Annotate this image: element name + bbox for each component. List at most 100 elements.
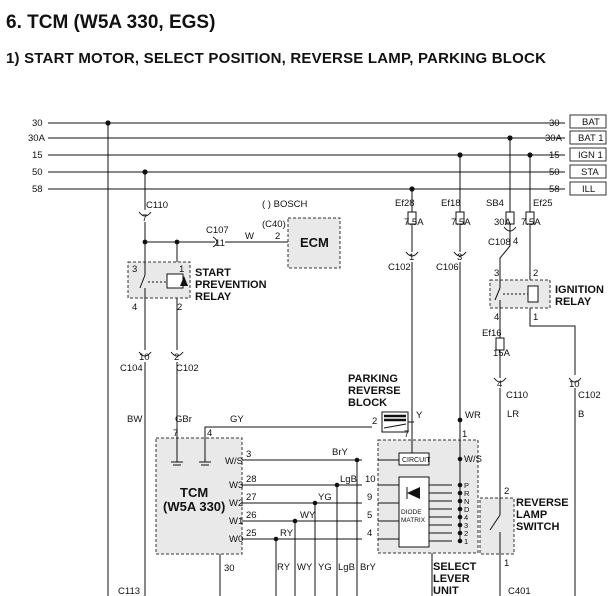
bottom-wire-yg: YG [318,562,332,573]
bosch-label: ( ) BOSCH [262,199,308,210]
ignition-relay-label-2: RELAY [555,296,592,308]
wire-yg: YG [318,492,332,503]
svg-text:28: 28 [246,474,257,485]
svg-text:D: D [464,505,470,514]
position-contacts: W/S P R N D 4 3 2 1 [429,454,482,546]
svg-text:4: 4 [132,302,137,313]
wire-b: B [578,409,584,420]
matrix-label: MATRIX [401,517,426,524]
svg-text:7: 7 [173,428,178,439]
bottom-wire-bry: BrY [360,562,377,573]
svg-text:11: 11 [215,238,225,249]
svg-text:10: 10 [139,352,150,363]
select-lever-unit-group: 7 1 CIRCUIT DIODE MATRIX [377,429,482,596]
svg-text:2: 2 [372,416,377,427]
reverse-switch-label-3: SWITCH [516,521,559,533]
start-prevention-relay-box [127,261,191,299]
bus-left-50: 50 [32,167,43,178]
c401-label: C401 [508,586,531,596]
wire-gbr: GBr [175,414,192,425]
svg-text:4: 4 [494,312,499,323]
svg-text:4: 4 [464,513,468,522]
svg-text:Ef16: Ef16 [482,328,502,339]
start-relay-label-3: RELAY [195,291,232,303]
bus-right-50: 50 [549,167,560,178]
svg-text:15A: 15A [493,348,511,359]
svg-text:2: 2 [174,352,179,363]
wire-wr: WR [465,410,481,421]
svg-text:30A: 30A [494,217,512,228]
diode-label: DIODE [401,509,422,516]
svg-text:27: 27 [246,492,257,503]
circuit-label: CIRCUIT [402,457,431,464]
svg-text:1: 1 [462,429,467,440]
svg-text:2: 2 [464,529,468,538]
tcm-label: TCM [180,485,208,500]
svg-text:7.5A: 7.5A [521,217,541,228]
wire-ry: RY [280,528,294,539]
ecm-label: ECM [300,235,329,250]
svg-text:3: 3 [246,449,251,460]
svg-text:7.5A: 7.5A [451,217,471,228]
ignition-relay-label-1: IGNITION [555,284,604,296]
tag-bat: BAT [582,117,600,128]
svg-text:Ef18: Ef18 [441,198,461,209]
bottom-wire-lgb: LgB [338,562,355,573]
svg-text:N: N [464,497,469,506]
signal-wires: BrY LgB YG WY RY RY WY YG LgB BrY 10 9 5… [242,447,377,596]
wire-bw: BW [127,414,142,425]
start-relay-label-2: PREVENTION [195,279,267,291]
svg-text:4: 4 [207,428,212,439]
svg-text:3: 3 [494,268,499,279]
svg-text:2: 2 [275,231,280,242]
wire-bry: BrY [332,447,349,458]
subsection-title: 1) START MOTOR, SELECT POSITION, REVERSE… [6,50,547,67]
wire-lgb: LgB [340,474,357,485]
wire-lr: LR [507,409,519,420]
svg-text:P: P [464,481,469,490]
svg-text:5: 5 [367,510,372,521]
bottom-wire-wy: WY [297,562,313,573]
svg-text:9: 9 [367,492,372,503]
svg-text:1: 1 [504,558,509,569]
svg-text:W2: W2 [229,498,243,509]
svg-text:10: 10 [569,379,580,390]
parking-label-1: PARKING [348,373,398,385]
bus-right-58: 58 [549,184,560,195]
ignition-relay-group: 3 2 4 1 IGNITION RELAY Ef16 15A 4 C110 L… [482,268,604,596]
c110-top-label: C110 [146,200,168,211]
svg-text:30: 30 [224,563,235,574]
reverse-lamp-switch-group: 2 1 REVERSE LAMP SWITCH [479,486,569,596]
svg-text:W1: W1 [229,516,243,527]
reverse-switch-box [479,497,515,555]
reverse-switch-label-1: REVERSE [516,497,569,509]
svg-text:W/S: W/S [464,454,482,465]
c107-label: C107 [206,225,229,236]
section-title: 6. TCM (W5A 330, EGS) [6,12,216,33]
tag-ill: ILL [582,184,595,195]
fuses: Ef28 7.5A 1 C102 Ef18 7.5A 3 C106 WR SB4… [388,138,553,440]
bus-left-30a: 30A [28,133,46,144]
c102-mid-label: C102 [388,262,411,273]
lower-left-connectors: 10 C104 2 C102 BW GBr [120,351,199,596]
svg-text:2: 2 [177,302,182,313]
svg-text:2: 2 [504,486,509,497]
tag-bat1: BAT 1 [578,133,604,144]
c106-label: C106 [436,262,459,273]
svg-text:4: 4 [497,379,502,390]
svg-text:W/S: W/S [225,456,243,467]
select-lever-label-3: UNIT [433,585,459,596]
svg-text:SB4: SB4 [486,198,504,209]
parking-reverse-block-group: PARKING REVERSE BLOCK Y [348,373,423,433]
wire-w: W [245,231,254,242]
svg-text:1: 1 [464,537,468,546]
tag-sta: STA [581,167,599,178]
ecm-box [287,217,341,269]
c104-label: C104 [120,363,143,374]
bus-left-30: 30 [32,118,43,129]
svg-text:W3: W3 [229,480,243,491]
svg-text:7.5A: 7.5A [404,217,424,228]
select-lever-label-2: LEVER [433,573,470,585]
c102-left-label: C102 [176,363,199,374]
bus-right-30a: 30A [545,133,563,144]
